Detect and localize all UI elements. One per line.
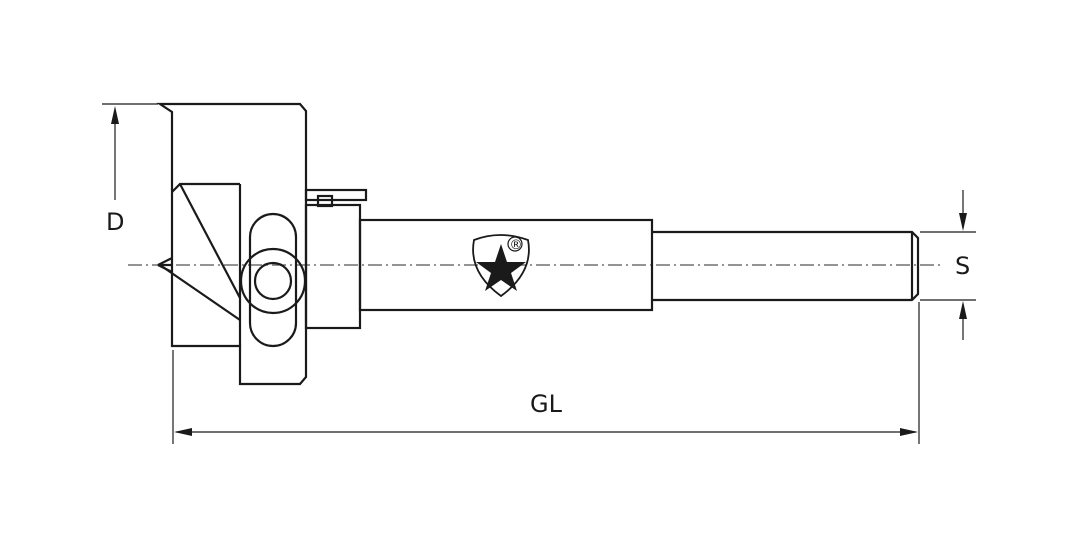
body-shaft bbox=[358, 218, 654, 312]
adjusting-plate bbox=[304, 188, 368, 202]
star-shield-icon: ® bbox=[472, 234, 530, 298]
clamp-screw-inner bbox=[253, 261, 293, 301]
shank bbox=[652, 230, 920, 302]
gl-arrow-left bbox=[174, 428, 192, 436]
clamp-slot bbox=[248, 212, 298, 348]
overall-length-label: GL bbox=[530, 390, 563, 418]
gl-arrow-right bbox=[900, 428, 918, 436]
shank-label: S bbox=[955, 252, 970, 280]
registered-mark: ® bbox=[510, 238, 523, 253]
d-arrow bbox=[111, 106, 119, 124]
s-arrow-bottom bbox=[959, 301, 967, 319]
collar bbox=[304, 203, 362, 330]
cutter-head-body bbox=[156, 102, 308, 386]
diameter-label: D bbox=[106, 208, 124, 236]
s-arrow-top bbox=[959, 213, 967, 231]
cutter-edge-line bbox=[159, 264, 241, 321]
